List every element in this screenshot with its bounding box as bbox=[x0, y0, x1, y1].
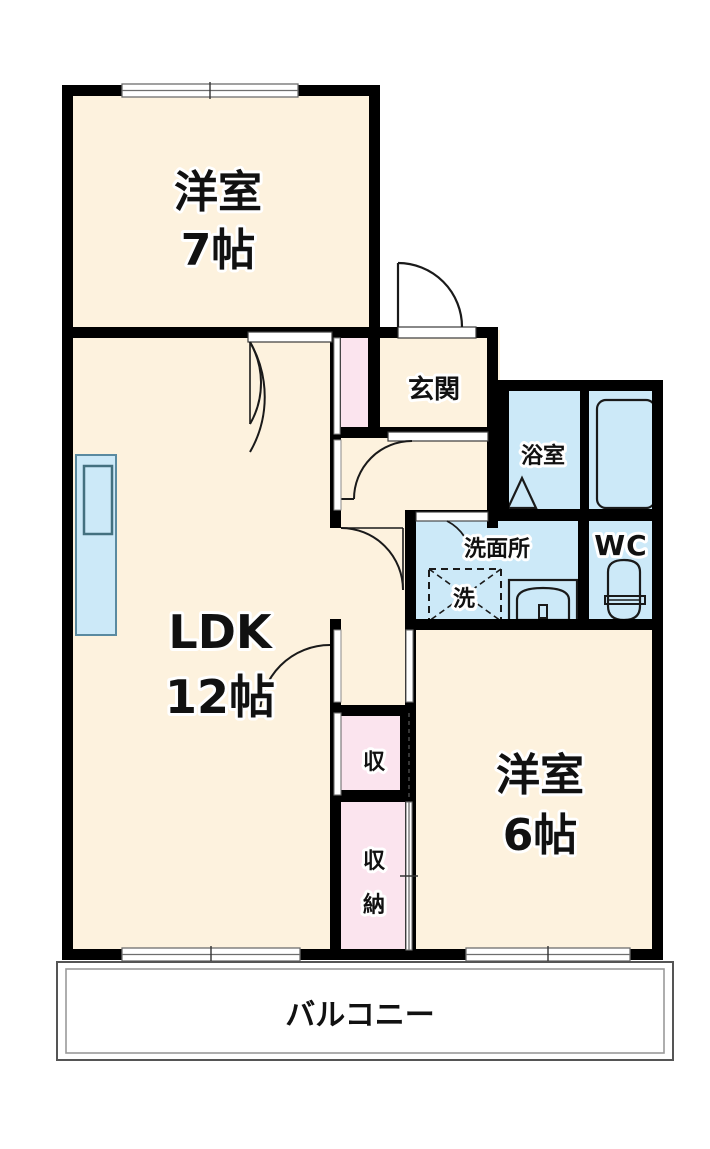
wall-openings bbox=[333, 337, 342, 703]
door-closet-large bbox=[400, 801, 418, 951]
windows bbox=[121, 82, 631, 963]
label-bath: 浴室 bbox=[521, 443, 565, 469]
label-closet-large-line2: 納 bbox=[363, 892, 385, 918]
label-closet-large-line1: 収 bbox=[363, 849, 386, 874]
door-washroom bbox=[415, 511, 489, 561]
label-toilet: WC bbox=[594, 529, 647, 562]
window-bedroom7-north bbox=[121, 82, 299, 99]
window-ldk-south bbox=[121, 946, 301, 963]
closet-small-floor bbox=[340, 713, 410, 795]
door-closet-small bbox=[333, 712, 410, 797]
bedroom-6-floor bbox=[415, 630, 663, 960]
door-hall-ldk bbox=[340, 527, 404, 591]
label-ldk-size: 12帖 bbox=[165, 670, 275, 724]
room-labels: 洋室 7帖 LDK 12帖 洋室 6帖 玄関 浴室 洗面所 洗 WC 収 収 納… bbox=[162, 164, 650, 1036]
closet-large-floor bbox=[340, 802, 412, 960]
closet-fills bbox=[340, 338, 412, 960]
label-ldk-name: LDK bbox=[168, 605, 273, 659]
label-genkan: 玄関 bbox=[408, 374, 460, 405]
room-floor-fills bbox=[62, 85, 663, 960]
label-washroom: 洗面所 bbox=[464, 537, 530, 562]
balcony bbox=[56, 961, 674, 1061]
closet-entry-floor bbox=[340, 338, 368, 436]
door-entrance bbox=[396, 261, 477, 339]
label-closet-small: 収 bbox=[363, 750, 386, 775]
toilet-floor bbox=[588, 521, 663, 629]
bedroom-7-floor bbox=[62, 85, 380, 330]
label-bedroom-7-name: 洋室 bbox=[174, 167, 262, 218]
window-bedroom6-south bbox=[465, 946, 631, 963]
label-bedroom-6-name: 洋室 bbox=[496, 750, 584, 801]
label-balcony: バルコニー bbox=[285, 998, 434, 1033]
door-genkan-hall bbox=[341, 431, 489, 500]
door-bedroom7-ldk bbox=[247, 331, 333, 453]
bath-corner-mark bbox=[506, 475, 538, 510]
label-bedroom-6-size: 6帖 bbox=[503, 810, 578, 861]
door-ldk-lower bbox=[259, 644, 331, 716]
ldk-floor bbox=[62, 330, 342, 960]
label-washer: 洗 bbox=[453, 587, 475, 612]
genkan-floor bbox=[380, 338, 498, 438]
toilet-bowl bbox=[604, 558, 646, 622]
door-bedroom6 bbox=[405, 629, 414, 703]
kitchen-sink bbox=[75, 454, 117, 636]
bathtub bbox=[595, 398, 657, 510]
label-bedroom-7-size: 7帖 bbox=[181, 225, 256, 276]
